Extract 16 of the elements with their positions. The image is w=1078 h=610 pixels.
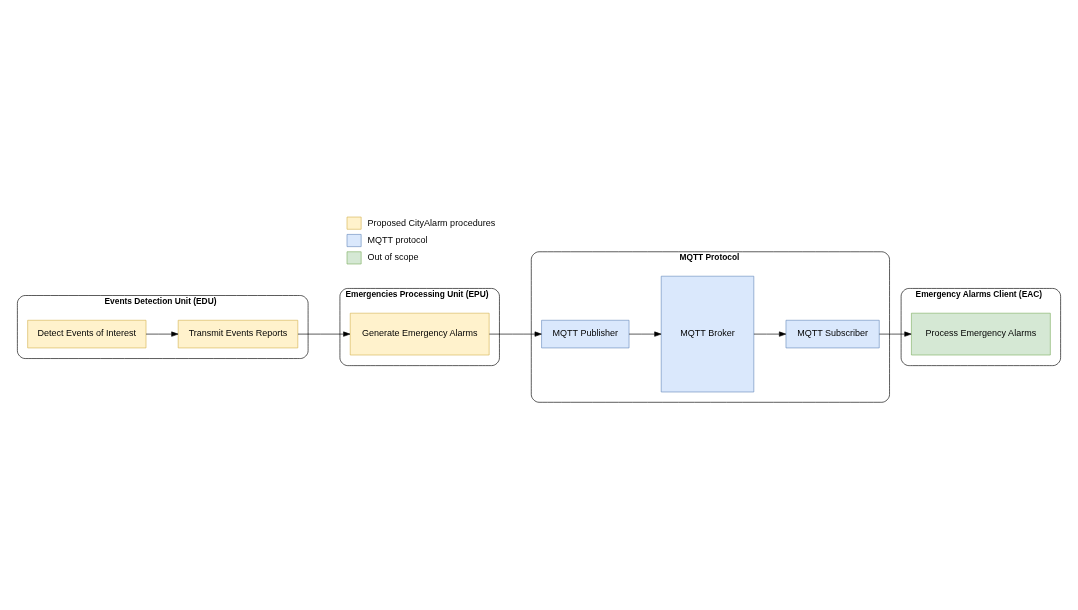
arrow [297,331,351,337]
node-box: MQTT Broker [660,275,755,393]
node-box: MQTT Subscriber [785,319,880,349]
arrow [489,331,542,337]
legend-label: Proposed CityAlarm procedures [367,217,496,228]
arrow [753,331,787,337]
node-box: Transmit Events Reports [177,319,299,349]
arrow [145,331,179,337]
node-box: Detect Events of Interest [27,319,147,349]
legend-label: MQTT protocol [367,234,428,245]
legend-label: Out of scope [367,252,419,263]
arrow [628,331,662,337]
node-box: Generate Emergency Alarms [349,312,490,356]
node-box: Process Emergency Alarms [911,312,1051,356]
node-box: MQTT Publisher [541,319,630,349]
arrow [879,331,912,337]
